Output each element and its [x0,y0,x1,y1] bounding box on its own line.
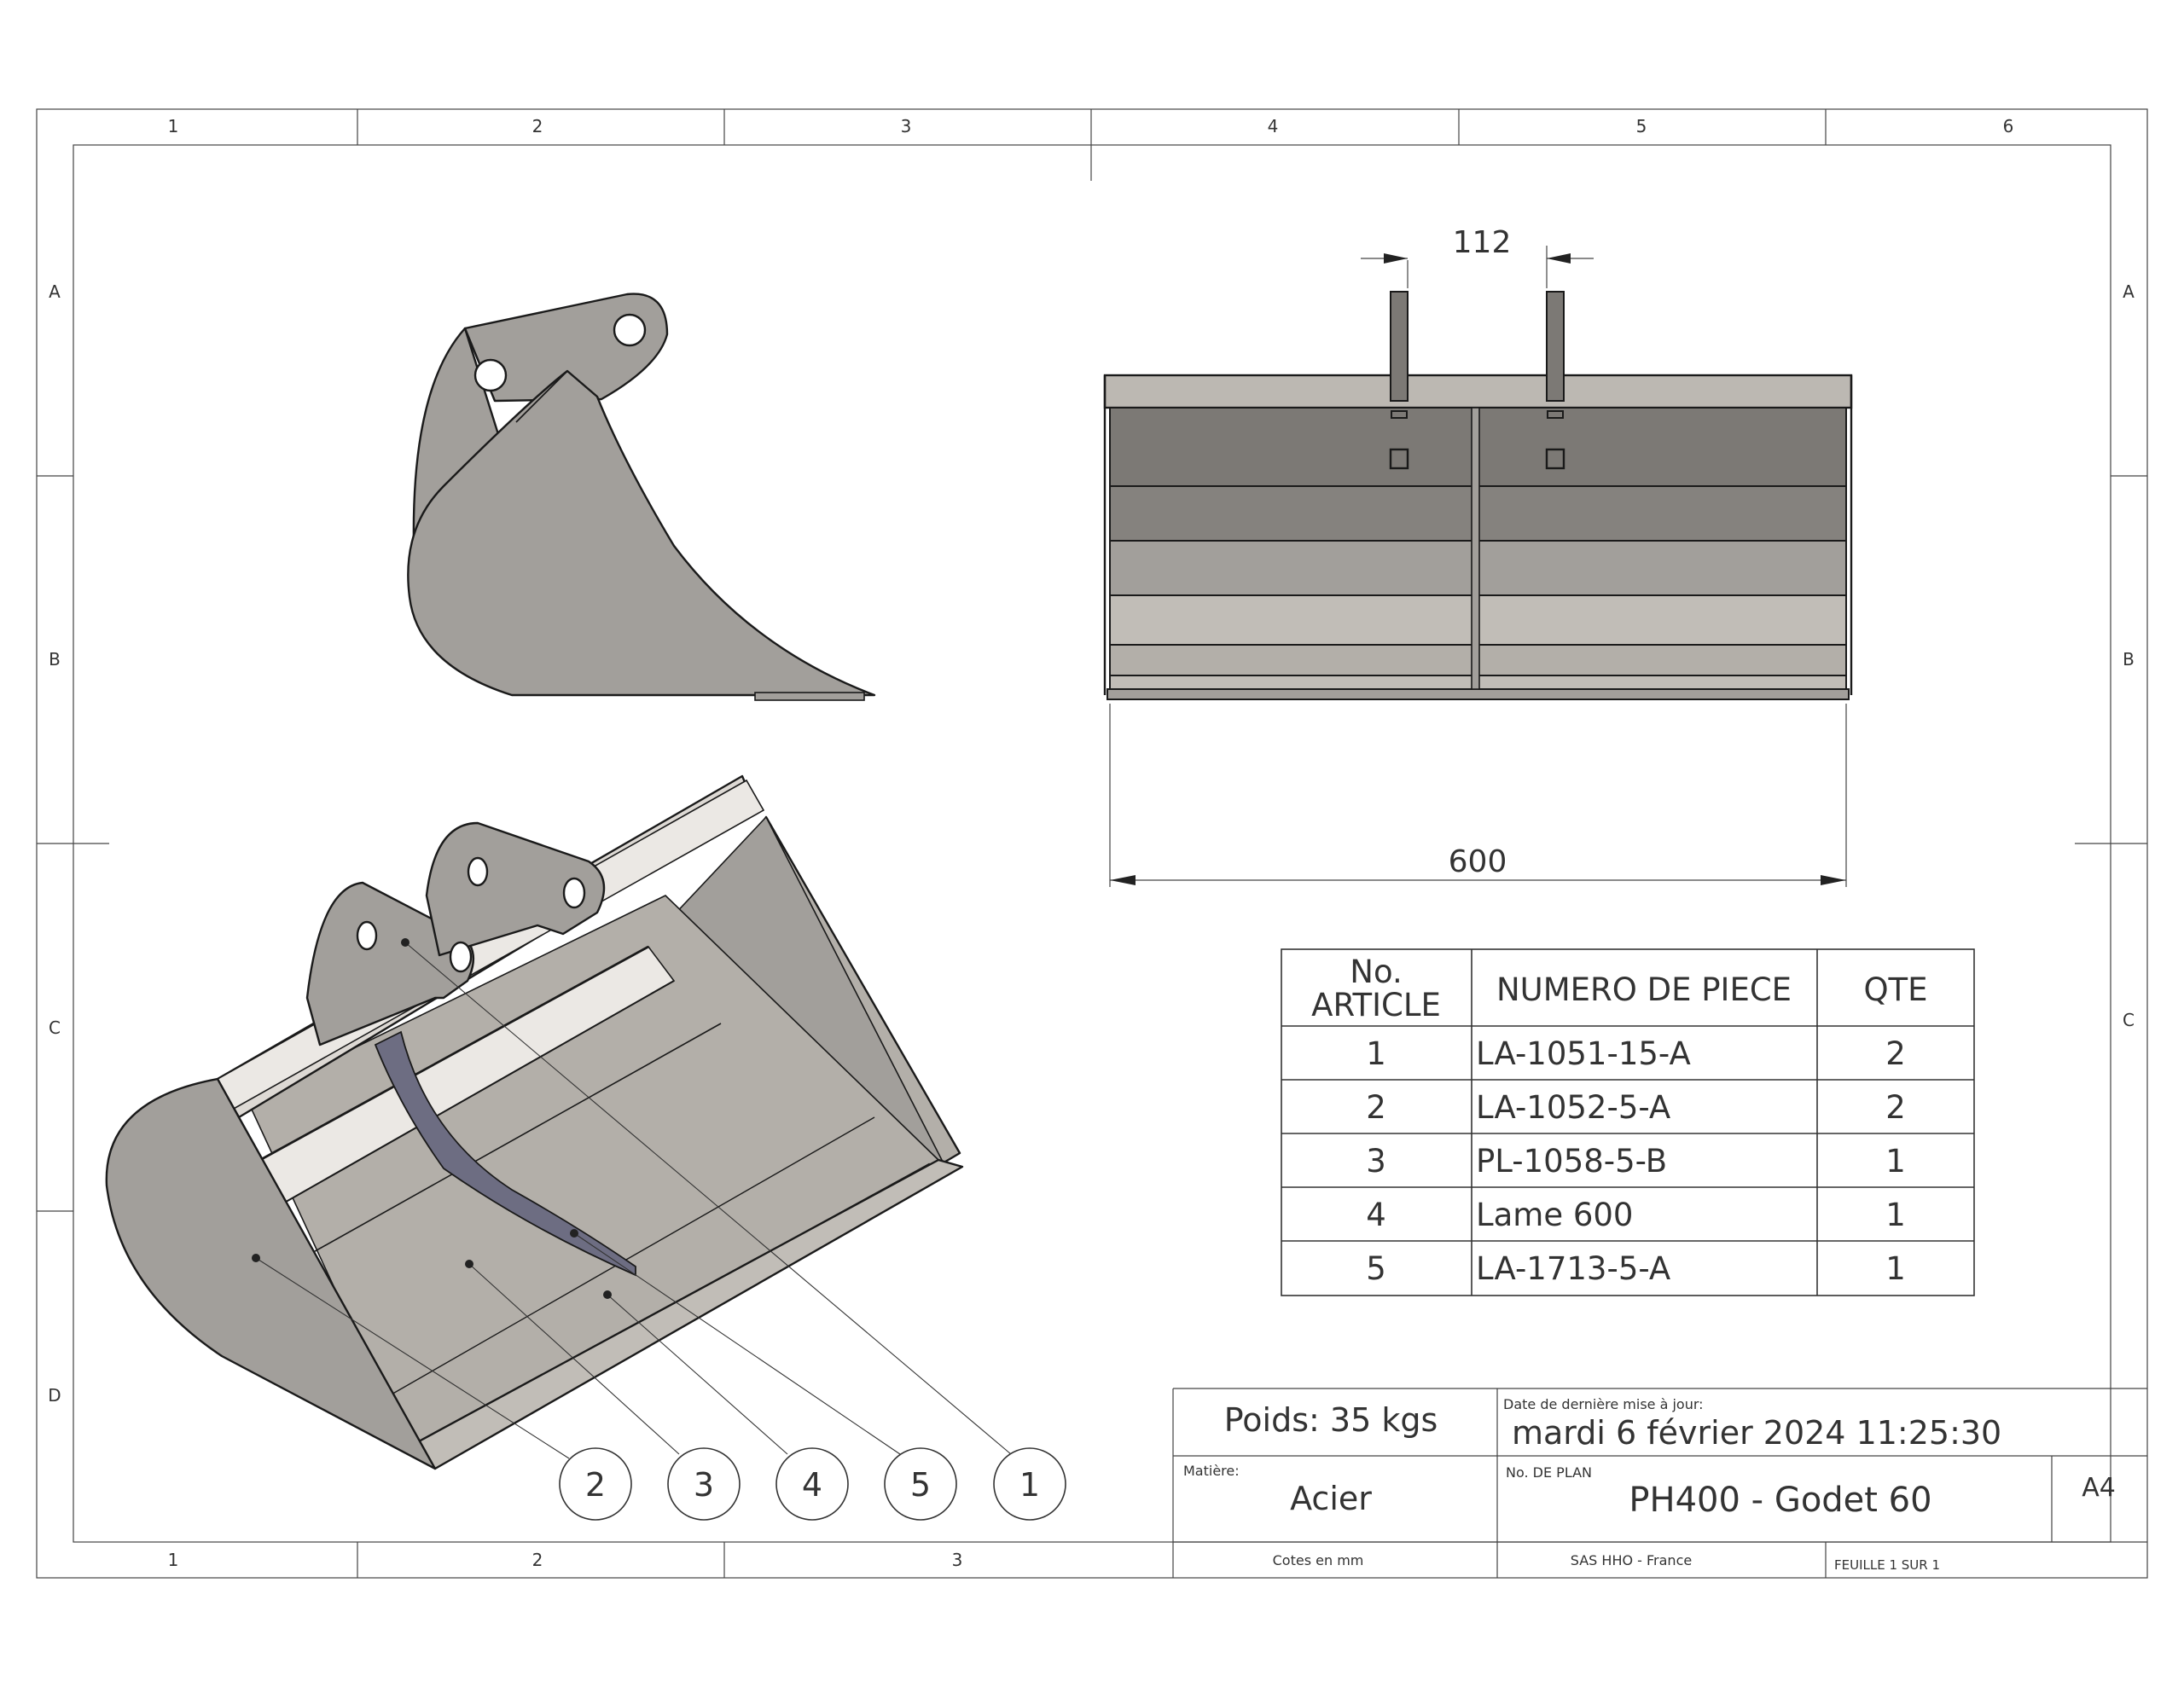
plan-number-label: No. DE PLAN [1506,1464,1592,1481]
units-note: Cotes en mm [1273,1552,1364,1568]
balloon-label: 4 [802,1466,822,1504]
bom-cell-part: Lame 600 [1476,1197,1633,1233]
bom-cell-qty: 1 [1885,1250,1906,1287]
side-view [407,293,876,701]
bom-table: No. ARTICLE NUMERO DE PIECE QTE 1 LA-105… [1281,948,1975,1296]
balloon-leaders [252,938,1012,1459]
dimension-112: 112 [1361,225,1594,288]
col-label: 3 [952,1550,963,1570]
balloons: 2 3 4 5 1 [559,1447,1066,1521]
bom-cell-qty: 1 [1885,1197,1906,1233]
dimension-value: 600 [1449,844,1507,879]
row-label: B [49,649,61,670]
bom-header-item: No. [1350,954,1402,990]
date-value: mardi 6 février 2024 11:25:30 [1512,1414,2001,1452]
isometric-view [105,774,964,1470]
bom-cell-qty: 1 [1885,1143,1906,1180]
row-label: C [49,1017,61,1038]
row-label: B [2123,649,2135,670]
bom-cell-part: PL-1058-5-B [1476,1143,1667,1180]
weight: Poids: 35 kgs [1224,1401,1438,1439]
bom-cell-part: LA-1713-5-A [1476,1250,1670,1287]
balloon-label: 5 [910,1466,931,1504]
bom-cell-qty: 2 [1885,1035,1906,1072]
col-label: 2 [532,116,543,136]
sheet-format: A4 [2082,1473,2116,1503]
col-label: 2 [532,1550,543,1570]
bom-cell-part: LA-1051-15-A [1476,1035,1691,1072]
title-block: Poids: 35 kgs Date de dernière mise à jo… [1172,1388,2147,1578]
bom-header-part: NUMERO DE PIECE [1496,971,1792,1008]
material-value: Acier [1290,1480,1372,1517]
sheet-frame [36,108,2148,1579]
balloon-label: 1 [1019,1466,1040,1504]
bom-cell-item: 4 [1366,1197,1386,1233]
material-label: Matière: [1183,1463,1240,1479]
balloon-label: 3 [694,1466,714,1504]
col-label: 4 [1268,116,1279,136]
col-label: 1 [168,116,179,136]
balloon-label: 2 [585,1466,606,1504]
dimension-value: 112 [1453,225,1512,260]
sheet-number: FEUILLE 1 SUR 1 [1834,1557,1940,1573]
bom-header-qty: QTE [1863,971,1927,1008]
bom-cell-item: 3 [1366,1143,1386,1180]
dimension-600: 600 [1109,704,1847,887]
bom-cell-item: 2 [1366,1089,1386,1126]
plan-number: PH400 - Godet 60 [1629,1481,1931,1520]
frame-labels: 1 2 3 4 5 6 1 2 3 A B C D A B C [48,116,2135,1570]
row-label: A [2123,281,2135,302]
bom-cell-part: LA-1052-5-A [1476,1089,1670,1126]
col-label: 1 [168,1550,179,1570]
col-label: 3 [901,116,912,136]
bom-cell-qty: 2 [1885,1089,1906,1126]
row-label: D [48,1385,61,1406]
col-label: 5 [1636,116,1647,136]
date-label: Date de dernière mise à jour: [1503,1396,1704,1412]
bom-cell-item: 5 [1366,1250,1386,1287]
bom-cell-item: 1 [1366,1035,1386,1072]
front-view [1103,291,1853,700]
col-label: 6 [2003,116,2014,136]
row-label: A [49,281,61,302]
company-name: SAS HHO - France [1571,1552,1692,1568]
bom-header-item: ARTICLE [1311,987,1441,1023]
row-label: C [2123,1010,2135,1030]
